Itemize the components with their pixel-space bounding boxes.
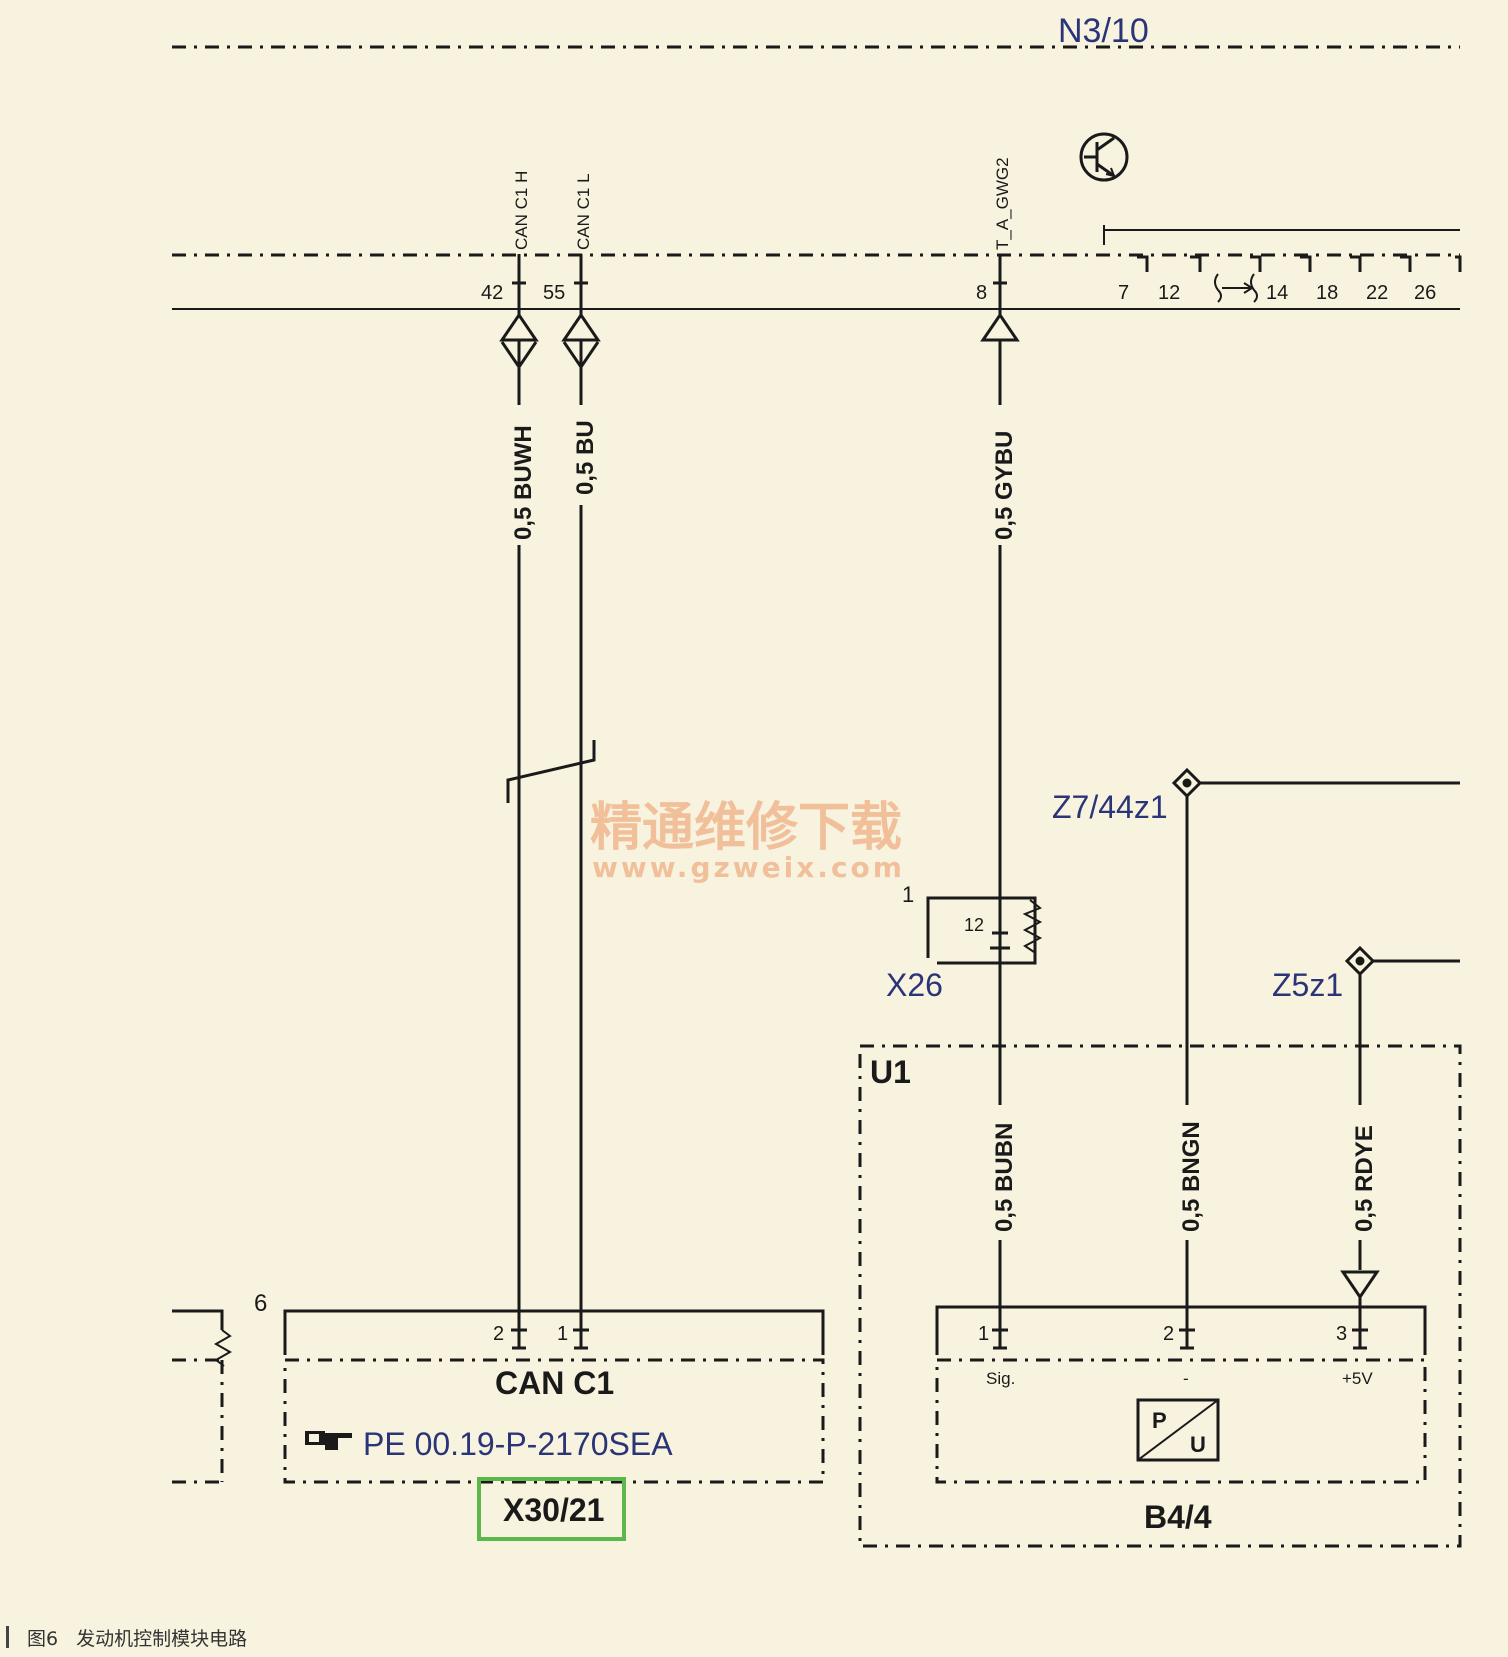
b44-sensor xyxy=(935,1305,1427,1484)
pin-22-label: 22 xyxy=(1366,282,1388,304)
pu-u-label: U xyxy=(1190,1432,1206,1457)
circuit-canvas: N3/10 CAN C1 H CAN C1 L T_A_GWG2 42 55 8… xyxy=(172,12,1462,1548)
wire-label-rdye: 0,5 RDYE xyxy=(1351,1125,1378,1232)
pin-12-label: 12 xyxy=(1158,282,1180,304)
x26-pin-label: 12 xyxy=(964,915,984,935)
can-pin-2: 2 xyxy=(493,1323,504,1345)
wire-gybu xyxy=(980,283,1020,1330)
pin-55-label: 55 xyxy=(543,282,565,304)
wire-label-bu: 0,5 BU xyxy=(572,420,599,495)
figure-caption: 图6 发动机控制模块电路 xyxy=(0,1622,247,1652)
junction-z7 xyxy=(1171,767,1460,1330)
pin-14-label: 14 xyxy=(1266,282,1288,304)
caption-figure-number: 图6 xyxy=(27,1627,59,1650)
wire-can-h xyxy=(499,283,539,1330)
can-reference-label: PE 00.19-P-2170SEA xyxy=(363,1426,673,1462)
x26-number: 1 xyxy=(902,882,914,907)
bridge-arrow-icon xyxy=(1214,273,1258,303)
transistor-icon xyxy=(1079,132,1129,182)
x30-21-highlight-box xyxy=(477,1477,626,1541)
wire-label-gybu: 0,5 GYBU xyxy=(991,431,1018,540)
b44-gnd-label: - xyxy=(1183,1369,1189,1388)
can-c1-connector xyxy=(283,1309,825,1484)
x26-connector xyxy=(926,896,1043,965)
twisted-pair-marker xyxy=(506,740,596,803)
b44-pin-2: 2 xyxy=(1163,1323,1174,1345)
can-pin-1: 1 xyxy=(557,1323,568,1345)
signal-gwg: T_A_GWG2 xyxy=(993,157,1012,250)
pressure-transducer-icon xyxy=(1136,1398,1220,1462)
wire-label-bubn: 0,5 BUBN xyxy=(991,1123,1018,1232)
pin-42-label: 42 xyxy=(481,282,503,304)
pin-7-label: 7 xyxy=(1118,282,1129,304)
transistor-output-line xyxy=(1103,225,1460,245)
pin-18-label: 18 xyxy=(1316,282,1338,304)
b44-label: B4/4 xyxy=(1144,1499,1212,1535)
pu-p-label: P xyxy=(1152,1408,1167,1433)
wire-can-l xyxy=(561,283,601,1330)
reference-hand-icon xyxy=(305,1431,352,1450)
pin-ticks xyxy=(1137,255,1462,272)
pin-42-terminal xyxy=(512,254,526,285)
x30-21-label: X30/21 xyxy=(503,1492,604,1528)
watermark-cn: 精通维修下载 xyxy=(590,798,902,858)
x26-label: X26 xyxy=(886,967,943,1003)
pin-8-label: 8 xyxy=(976,282,987,304)
signal-can-h: CAN C1 H xyxy=(512,171,531,250)
pin-26-label: 26 xyxy=(1414,282,1436,304)
wire-label-buwh: 0,5 BUWH xyxy=(510,425,537,540)
left-neighbour-module xyxy=(172,1309,233,1484)
wire-label-bngn: 0,5 BNGN xyxy=(1178,1121,1205,1232)
junction-z5-label: Z5z1 xyxy=(1272,967,1343,1003)
junction-z7-label: Z7/44z1 xyxy=(1052,789,1168,825)
b44-5v-label: +5V xyxy=(1342,1369,1373,1388)
b44-pin-1: 1 xyxy=(978,1323,989,1345)
signal-can-l: CAN C1 L xyxy=(574,173,593,250)
u1-label: U1 xyxy=(870,1054,911,1090)
b44-sig-label: Sig. xyxy=(986,1369,1015,1388)
u1-unit-boundary xyxy=(858,1044,1462,1548)
caption-bar xyxy=(6,1626,9,1648)
can-module-number: 6 xyxy=(254,1290,267,1317)
ecu-label: N3/10 xyxy=(1058,12,1149,50)
caption-title: 发动机控制模块电路 xyxy=(76,1627,248,1650)
watermark-url: www.gzweix.com xyxy=(592,851,905,884)
pin-55-terminal xyxy=(574,254,588,285)
can-c1-label: CAN C1 xyxy=(495,1365,614,1401)
b44-pin-3: 3 xyxy=(1336,1323,1347,1345)
pin-8-terminal xyxy=(993,254,1007,285)
junction-z5 xyxy=(1340,945,1460,1330)
